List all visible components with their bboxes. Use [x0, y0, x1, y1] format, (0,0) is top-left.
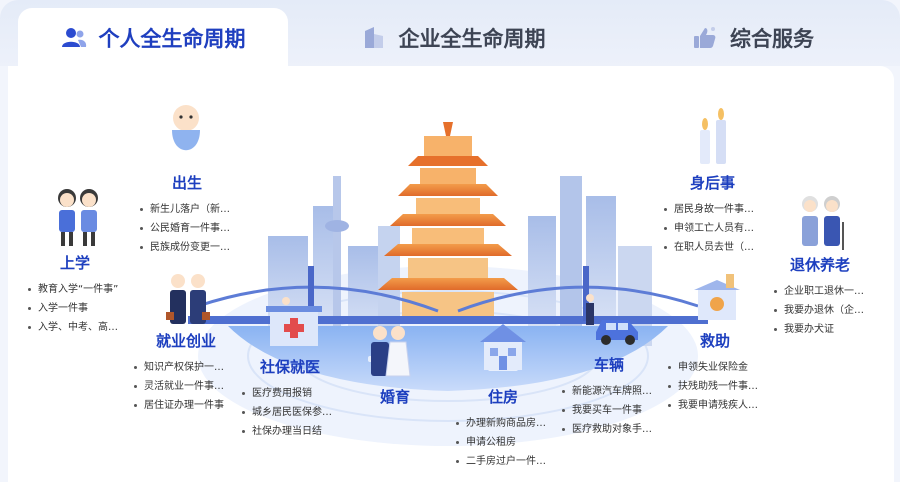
category-employment[interactable]: 就业创业	[156, 330, 216, 351]
category-school[interactable]: 上学	[60, 252, 90, 273]
category-title: 社保就医	[260, 358, 321, 376]
service-item[interactable]: 社保办理当日结	[242, 422, 332, 441]
couple-icon	[371, 326, 411, 377]
tab-label: 综合服务	[730, 27, 814, 51]
service-item[interactable]: 我要申请残疾人…	[668, 396, 758, 415]
service-item[interactable]: 城乡居民医保参…	[242, 403, 332, 422]
baby-icon	[172, 105, 200, 151]
aid-box-icon	[694, 274, 740, 320]
service-item[interactable]: 公民婚育一件事…	[140, 219, 230, 238]
service-item[interactable]: 灵活就业一件事…	[134, 377, 224, 396]
service-item[interactable]: 我要办犬证	[774, 320, 864, 339]
service-item[interactable]: 知识产权保护一…	[134, 358, 224, 377]
service-item[interactable]: 办理新购商品房…	[456, 414, 546, 433]
category-afterlife-items: 居民身故一件事… 申领工亡人员有… 在职人员去世（…	[664, 192, 754, 257]
tab-label: 个人全生命周期	[98, 27, 246, 51]
service-item[interactable]: 申领失业保险金	[668, 358, 758, 377]
category-social-security-items: 医疗费用报销 城乡居民医保参… 社保办理当日结	[242, 376, 332, 441]
category-vehicle-items: 新能源汽车牌照… 我要买车一件事 医疗救助对象手…	[562, 374, 652, 439]
category-birth[interactable]: 出生	[172, 172, 202, 193]
lifecycle-content: 出生 新生儿落户（新… 公民婚育一件事… 民族成份变更一… 上学 教育入学“一件…	[8, 66, 894, 482]
users-icon	[61, 28, 86, 47]
category-title: 救助	[700, 332, 731, 350]
house-icon	[480, 324, 526, 370]
tab-personal-lifecycle[interactable]: 个人全生命周期	[18, 8, 288, 68]
service-item[interactable]: 新能源汽车牌照…	[562, 382, 652, 401]
category-birth-items: 新生儿落户（新… 公民婚育一件事… 民族成份变更一…	[140, 192, 230, 257]
candle-icon	[700, 108, 726, 164]
hospital-icon	[266, 297, 322, 346]
category-title: 婚育	[380, 388, 411, 406]
category-vehicle[interactable]: 车辆	[594, 354, 624, 375]
category-housing-items: 办理新购商品房… 申请公租房 二手房过户一件…	[456, 406, 546, 471]
city-illustration	[188, 122, 708, 446]
tab-label: 企业全生命周期	[398, 27, 546, 51]
business-people-icon	[166, 274, 210, 324]
service-item[interactable]: 医疗救助对象手…	[562, 420, 652, 439]
service-item[interactable]: 二手房过户一件…	[456, 452, 546, 471]
service-item[interactable]: 入学、中考、高…	[28, 318, 118, 337]
students-icon	[58, 189, 98, 246]
category-afterlife[interactable]: 身后事	[690, 172, 735, 193]
category-housing[interactable]: 住房	[488, 386, 518, 407]
pagoda	[378, 122, 518, 318]
elderly-couple-icon	[802, 196, 844, 250]
service-item[interactable]: 民族成份变更一…	[140, 238, 230, 257]
service-item[interactable]: 入学一件事	[28, 299, 118, 318]
category-title: 车辆	[594, 356, 625, 374]
service-item[interactable]: 新生儿落户（新…	[140, 200, 230, 219]
tab-bar: 个人全生命周期 企业全生命周期 综合服务	[0, 0, 900, 72]
service-item[interactable]: 我要办退休（企…	[774, 301, 864, 320]
category-title: 就业创业	[156, 332, 217, 350]
service-item[interactable]: 教育入学“一件事”	[28, 280, 118, 299]
service-item[interactable]: 医疗费用报销	[242, 384, 332, 403]
category-title: 出生	[172, 174, 203, 192]
service-item[interactable]: 申请公租房	[456, 433, 546, 452]
category-retirement[interactable]: 退休养老	[790, 254, 850, 275]
category-employment-items: 知识产权保护一… 灵活就业一件事… 居住证办理一件事	[134, 350, 224, 415]
category-school-items: 教育入学“一件事” 入学一件事 入学、中考、高…	[28, 272, 118, 337]
service-item[interactable]: 申领工亡人员有…	[664, 219, 754, 238]
car-icon	[586, 294, 638, 345]
category-retirement-items: 企业职工退休一… 我要办退休（企… 我要办犬证	[774, 274, 864, 339]
category-title: 退休养老	[790, 256, 851, 274]
tab-enterprise-lifecycle[interactable]: 企业全生命周期	[318, 8, 588, 68]
category-rescue-items: 申领失业保险金 扶残助残一件事… 我要申请残疾人…	[668, 350, 758, 415]
service-item[interactable]: 扶残助残一件事…	[668, 377, 758, 396]
service-item[interactable]: 企业职工退休一…	[774, 282, 864, 301]
category-title: 住房	[488, 388, 519, 406]
building-icon	[364, 27, 383, 48]
thumbs-up-icon	[694, 27, 716, 48]
category-title: 上学	[60, 254, 91, 272]
service-item[interactable]: 居民身故一件事…	[664, 200, 754, 219]
service-item[interactable]: 居住证办理一件事	[134, 396, 224, 415]
service-item[interactable]: 我要买车一件事	[562, 401, 652, 420]
service-item[interactable]: 在职人员去世（…	[664, 238, 754, 257]
bridge	[188, 266, 708, 324]
category-social-security[interactable]: 社保就医	[260, 356, 320, 377]
category-title: 身后事	[690, 174, 736, 192]
tab-comprehensive-services[interactable]: 综合服务	[618, 8, 888, 68]
category-rescue[interactable]: 救助	[700, 330, 730, 351]
category-marriage[interactable]: 婚育	[380, 386, 410, 407]
